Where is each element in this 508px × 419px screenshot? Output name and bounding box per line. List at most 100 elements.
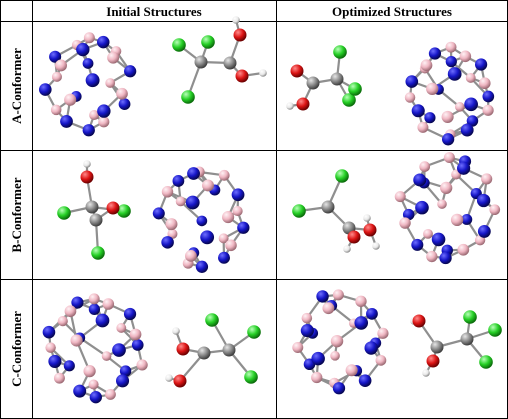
nitrogen-atom	[366, 307, 378, 320]
boron-atom	[167, 228, 178, 239]
boron-atom	[185, 249, 197, 262]
a-conformer-initial-bn-cage	[38, 32, 137, 137]
boron-atom	[165, 218, 178, 231]
nitrogen-atom	[461, 214, 473, 225]
chlorine-atom	[335, 169, 349, 183]
hydrogen-atom	[83, 160, 91, 168]
oxygen-atom	[235, 69, 249, 83]
carbon-atom	[85, 200, 99, 214]
row-label-c-conformer: C-Conformer	[9, 311, 24, 387]
carbon-atom	[330, 72, 344, 86]
boron-atom	[232, 205, 243, 217]
header-optimized-structures: Optimized Structures	[332, 4, 452, 19]
oxygen-atom	[106, 201, 120, 215]
oxygen-atom	[80, 170, 94, 184]
nitrogen-atom	[311, 351, 325, 366]
a-conformer-optimized-molecule	[286, 45, 362, 111]
boron-atom	[441, 110, 454, 123]
nitrogen-atom	[482, 90, 495, 103]
nitrogen-atom	[131, 339, 144, 351]
hydrogen-atom	[232, 16, 240, 24]
a-conformer-initial-molecule	[172, 16, 267, 104]
boron-atom	[332, 289, 344, 301]
row-label-b-conformer: B-Conformer	[9, 177, 24, 252]
hydrogen-atom	[286, 102, 294, 110]
oxygen-atom	[173, 374, 187, 388]
nitrogen-atom	[97, 35, 110, 49]
boron-atom	[465, 72, 476, 83]
boron-atom	[89, 110, 100, 121]
nitrogen-atom	[300, 324, 314, 338]
chlorine-atom	[247, 325, 261, 339]
c-conformer-optimized-molecule	[410, 310, 502, 377]
boron-atom	[64, 305, 77, 318]
row-label-a-conformer: A-Conformer	[9, 48, 24, 124]
boron-atom	[482, 104, 494, 116]
nitrogen-atom	[441, 133, 455, 146]
carbon-atom	[306, 76, 320, 90]
carbon-atom	[194, 55, 208, 69]
boron-atom	[301, 312, 313, 324]
nitrogen-atom	[332, 382, 346, 395]
boron-atom	[404, 92, 416, 103]
nitrogen-atom	[97, 104, 111, 118]
nitrogen-atom	[218, 251, 230, 264]
boron-atom	[330, 351, 340, 361]
boron-atom	[105, 388, 116, 400]
hydrogen-atom	[363, 214, 371, 222]
nitrogen-atom	[447, 67, 462, 81]
nitrogen-atom	[200, 230, 215, 245]
carbon-atom	[89, 213, 103, 227]
nitrogen-atom	[185, 195, 200, 210]
boron-atom	[311, 371, 323, 384]
nitrogen-atom	[405, 75, 419, 88]
boron-atom	[426, 82, 439, 95]
boron-atom	[222, 211, 235, 224]
boron-atom	[478, 77, 491, 90]
nitrogen-atom	[364, 341, 378, 355]
nitrogen-atom	[123, 307, 137, 321]
oxygen-atom	[412, 314, 426, 328]
boron-atom	[50, 104, 62, 116]
boron-atom	[420, 59, 433, 72]
boron-atom	[98, 116, 110, 128]
boron-atom	[445, 41, 457, 53]
chlorine-atom	[244, 370, 258, 384]
c-conformer-optimized-bn-cage	[292, 289, 389, 395]
nitrogen-atom	[464, 97, 478, 112]
boron-atom	[70, 334, 83, 347]
boron-atom	[474, 235, 486, 246]
boron-atom	[426, 250, 438, 263]
nitrogen-atom	[76, 42, 90, 57]
boron-atom	[55, 59, 67, 72]
chlorine-atom	[181, 90, 195, 104]
nitrogen-atom	[38, 83, 52, 96]
nitrogen-atom	[82, 124, 95, 137]
nitrogen-atom	[95, 313, 110, 328]
boron-atom	[443, 152, 455, 164]
boron-atom	[83, 32, 95, 44]
boron-atom	[218, 169, 230, 181]
boron-atom	[57, 316, 68, 327]
boron-atom	[454, 102, 465, 112]
hydrogen-atom	[259, 69, 267, 77]
boron-atom	[481, 173, 493, 185]
hydrogen-atom	[172, 327, 180, 335]
chlorine-atom	[57, 206, 71, 220]
boron-atom	[64, 93, 77, 106]
a-conformer-optimized-bn-cage	[404, 41, 495, 146]
nitrogen-atom	[195, 260, 209, 273]
boron-atom	[129, 328, 142, 341]
nitrogen-atom	[445, 56, 457, 68]
chlorine-atom	[117, 204, 131, 218]
nitrogen-atom	[431, 232, 446, 247]
nitrogen-atom	[49, 50, 62, 63]
nitrogen-atom	[474, 58, 488, 71]
nitrogen-atom	[152, 207, 165, 220]
boron-atom	[83, 365, 96, 378]
nitrogen-atom	[172, 175, 185, 187]
boron-atom	[218, 233, 229, 244]
oxygen-atom	[176, 342, 190, 356]
nitrogen-atom	[358, 374, 372, 387]
boron-atom	[116, 87, 128, 100]
